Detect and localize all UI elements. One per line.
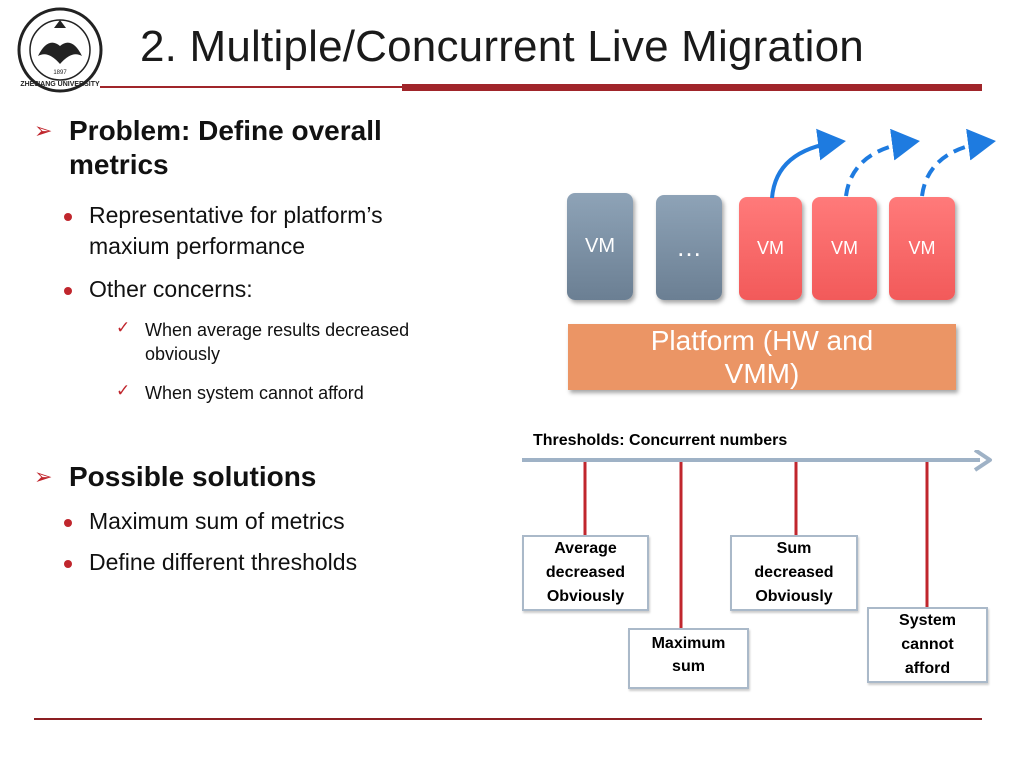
problem-item: Other concerns: bbox=[89, 276, 253, 302]
platform-box: Platform (HW and VMM) bbox=[568, 324, 956, 390]
threshold-label-line: afford bbox=[904, 660, 951, 677]
university-logo: ZHEJIANG UNIVERSITY 1897 bbox=[16, 6, 104, 94]
thresholds-axis-arrowhead bbox=[973, 450, 992, 472]
threshold-box-average: Average decreased Obviously bbox=[522, 535, 649, 611]
threshold-label-line: System bbox=[899, 612, 956, 629]
thresholds-axis bbox=[522, 450, 992, 632]
vm-box-migrating: VM bbox=[889, 197, 955, 300]
slide-title: 2. Multiple/Concurrent Live Migration bbox=[140, 22, 864, 71]
threshold-label-line: Average bbox=[554, 540, 617, 557]
threshold-label-line: sum bbox=[672, 658, 705, 675]
logo-year: 1897 bbox=[53, 70, 67, 76]
threshold-label-line: decreased bbox=[754, 564, 834, 581]
vm-box-migrating: VM bbox=[812, 197, 877, 300]
migration-arrow-solid bbox=[770, 128, 846, 199]
problem-heading-line2: metrics bbox=[69, 149, 169, 180]
concern-item: When average results decreased obviously bbox=[145, 318, 409, 366]
migration-arrows bbox=[770, 128, 996, 199]
thresholds-title: Thresholds: Concurrent numbers bbox=[533, 432, 788, 449]
dot-bullet-icon bbox=[64, 519, 72, 527]
dot-bullet-icon bbox=[64, 560, 72, 568]
arrowhead-bullet-icon: ➢ bbox=[34, 118, 53, 143]
vm-ellipsis-box: … bbox=[656, 195, 722, 300]
arrowhead-bullet-icon: ➢ bbox=[34, 464, 53, 489]
solutions-heading: Possible solutions bbox=[69, 461, 317, 492]
concern-item: When system cannot afford bbox=[145, 383, 364, 403]
dot-bullet-icon bbox=[64, 213, 72, 221]
dot-bullet-icon bbox=[64, 287, 72, 295]
threshold-box-sum: Sum decreased Obviously bbox=[730, 535, 858, 611]
problem-item: Representative for platform’s maxium per… bbox=[89, 200, 383, 262]
footer-rule bbox=[34, 718, 982, 720]
solution-item: Define different thresholds bbox=[89, 549, 358, 575]
concern-item-line1: When average results decreased bbox=[145, 320, 410, 340]
logo-text: ZHEJIANG UNIVERSITY bbox=[20, 81, 100, 88]
problem-heading: Problem: Define overall metrics bbox=[69, 114, 382, 182]
threshold-label-line: Obviously bbox=[755, 588, 833, 605]
problem-item-line2: maxium performance bbox=[89, 233, 306, 259]
problem-heading-line1: Problem: Define overall bbox=[69, 115, 382, 146]
migration-arrow-dashed bbox=[920, 128, 996, 197]
concern-item-line2: obviously bbox=[145, 344, 221, 364]
vm-box-migrating: VM bbox=[739, 197, 802, 300]
threshold-label-line: Maximum bbox=[651, 635, 726, 652]
threshold-label-line: Sum bbox=[776, 540, 812, 557]
title-rule-thin bbox=[100, 86, 402, 88]
platform-line1: Platform (HW and bbox=[650, 325, 874, 356]
title-rule-thick bbox=[402, 84, 982, 91]
problem-item-line1: Representative for platform’s bbox=[89, 202, 383, 228]
threshold-label-line: Obviously bbox=[546, 588, 625, 605]
checkmark-icon: ✓ bbox=[116, 381, 131, 400]
solution-item: Maximum sum of metrics bbox=[89, 508, 345, 534]
migration-arrow-dashed bbox=[844, 128, 920, 197]
checkmark-icon: ✓ bbox=[116, 318, 131, 337]
threshold-label-line: decreased bbox=[545, 564, 626, 581]
threshold-label-line: cannot bbox=[901, 636, 954, 653]
threshold-box-system: System cannot afford bbox=[867, 607, 988, 683]
threshold-box-maximum: Maximum sum bbox=[628, 628, 749, 689]
platform-line2: VMM) bbox=[724, 358, 800, 389]
vm-box: VM bbox=[567, 193, 633, 300]
